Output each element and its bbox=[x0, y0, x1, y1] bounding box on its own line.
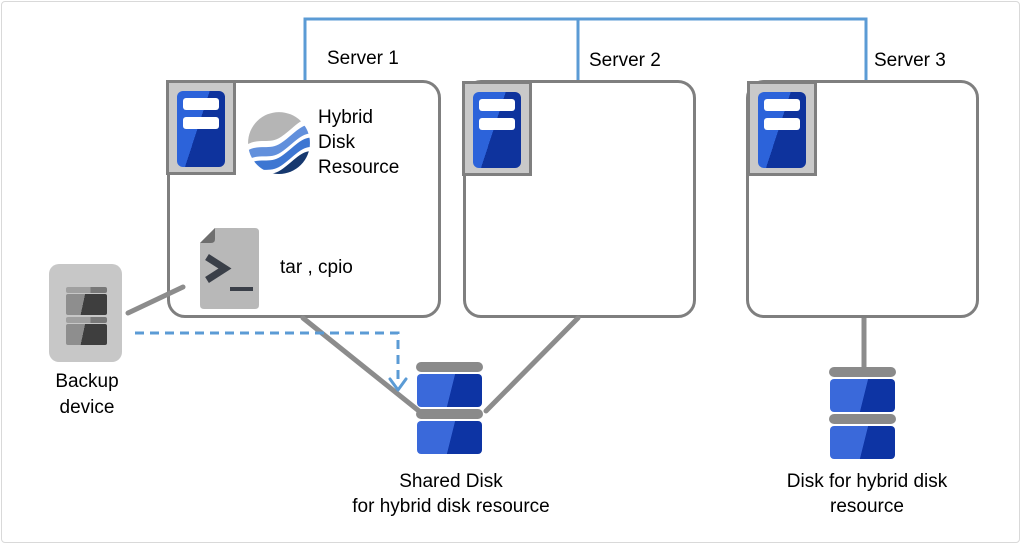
disk-body bbox=[417, 421, 482, 454]
disk-cap bbox=[829, 367, 896, 377]
disk-body bbox=[417, 374, 482, 407]
backup-device-icon bbox=[49, 264, 122, 362]
server3-tower-icon bbox=[747, 81, 817, 176]
disk-cap bbox=[416, 409, 483, 419]
tower-slot bbox=[479, 99, 515, 111]
tower-slot bbox=[764, 99, 800, 111]
backup-tools-label: tar , cpio bbox=[280, 257, 353, 278]
server-tower bbox=[177, 91, 225, 167]
disk-body bbox=[830, 426, 895, 459]
server-tower bbox=[758, 92, 806, 168]
tower-slot bbox=[479, 118, 515, 130]
disk-cap bbox=[829, 414, 896, 424]
server1-tower-icon bbox=[166, 80, 236, 175]
shell-script-file-icon bbox=[200, 228, 259, 309]
tower-slot bbox=[183, 98, 219, 110]
server2-tower-icon bbox=[462, 81, 532, 176]
shared-disk-icon bbox=[416, 362, 483, 456]
disk-body bbox=[830, 379, 895, 412]
hybrid-disk-resource-label: Hybrid Disk Resource bbox=[318, 107, 400, 178]
tape-slot-bar bbox=[66, 317, 107, 323]
hybrid-disk-icon bbox=[829, 367, 896, 461]
tower-slot bbox=[183, 117, 219, 129]
server1-label: Server 1 bbox=[327, 48, 399, 69]
hybrid-disk-label: Disk for hybrid disk resource bbox=[786, 471, 948, 517]
tape-slot-bar bbox=[66, 287, 107, 293]
tape-slot bbox=[66, 324, 107, 345]
hybrid-disk-resource-icon bbox=[248, 112, 310, 174]
server-tower bbox=[473, 92, 521, 168]
server2-label: Server 2 bbox=[589, 50, 661, 71]
shared-disk-label: Shared Disk for hybrid disk resource bbox=[352, 471, 550, 517]
tower-slot bbox=[764, 118, 800, 130]
server3-label: Server 3 bbox=[874, 50, 946, 71]
backup-device-label: Backup device bbox=[55, 371, 119, 418]
disk-cap bbox=[416, 362, 483, 372]
tape-slot bbox=[66, 294, 107, 315]
